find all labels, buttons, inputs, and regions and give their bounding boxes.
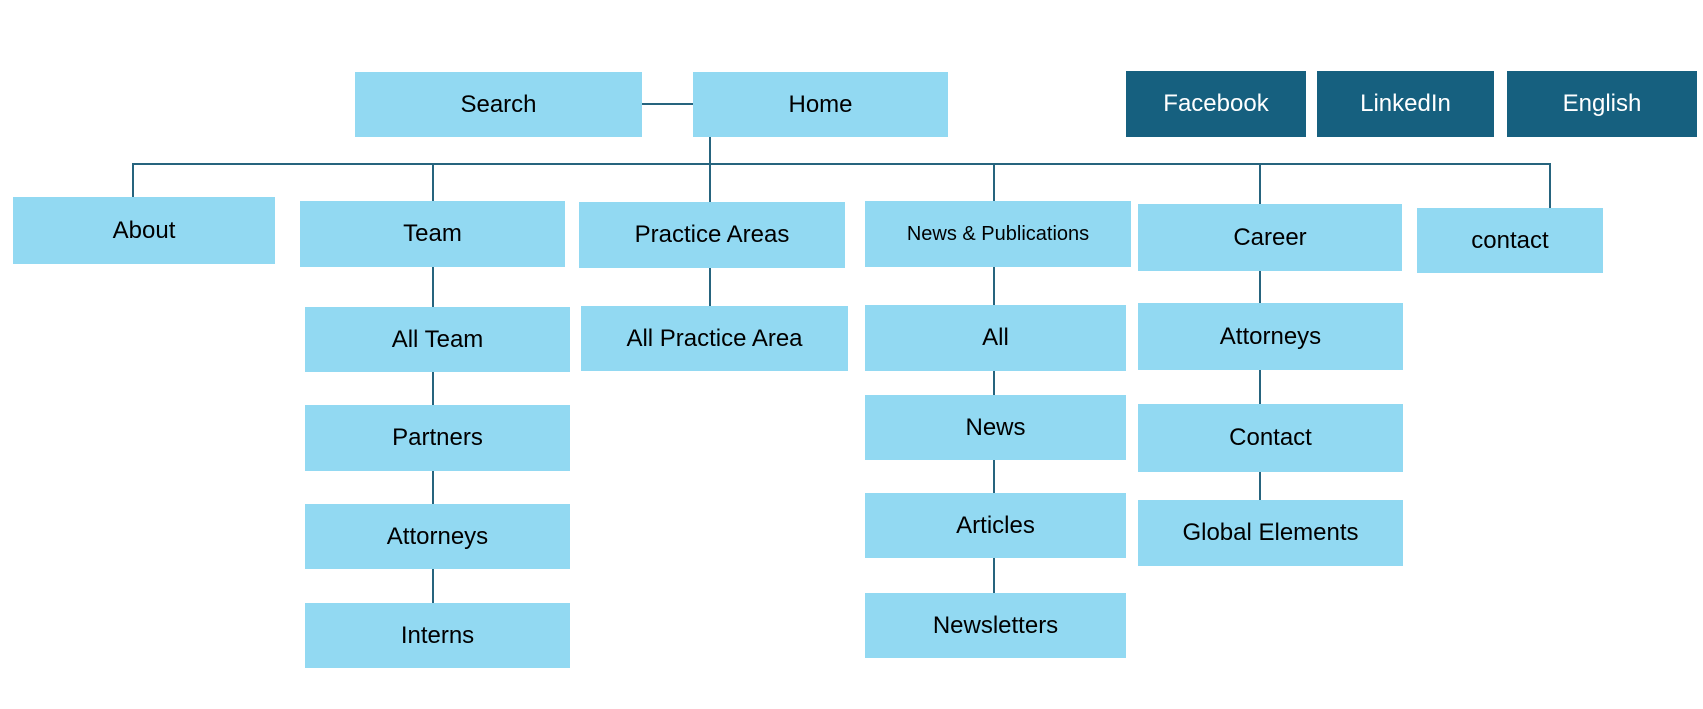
node-all-practice-area[interactable]: All Practice Area bbox=[581, 306, 848, 371]
connector-articles-newsletters bbox=[993, 558, 995, 593]
connector-allteam-partners bbox=[432, 372, 434, 405]
node-global-elements[interactable]: Global Elements bbox=[1138, 500, 1403, 566]
node-interns[interactable]: Interns bbox=[305, 603, 570, 668]
connector-contact-global bbox=[1259, 472, 1261, 500]
node-career[interactable]: Career bbox=[1138, 204, 1402, 271]
node-all-team[interactable]: All Team bbox=[305, 307, 570, 372]
connector-news-drop bbox=[993, 163, 995, 201]
connector-career-attorneys bbox=[1259, 271, 1261, 303]
node-home[interactable]: Home bbox=[693, 72, 948, 137]
connector-np-all bbox=[993, 267, 995, 305]
node-facebook[interactable]: Facebook bbox=[1126, 71, 1306, 137]
connector-team-drop bbox=[432, 163, 434, 201]
node-career-contact[interactable]: Contact bbox=[1138, 404, 1403, 472]
node-news-publications[interactable]: News & Publications bbox=[865, 201, 1131, 267]
node-partners[interactable]: Partners bbox=[305, 405, 570, 471]
node-all[interactable]: All bbox=[865, 305, 1126, 371]
node-team[interactable]: Team bbox=[300, 201, 565, 267]
node-articles[interactable]: Articles bbox=[865, 493, 1126, 558]
connector-contact-drop bbox=[1549, 163, 1551, 208]
connector-about-drop bbox=[132, 163, 134, 197]
node-practice-areas[interactable]: Practice Areas bbox=[579, 202, 845, 268]
node-linkedin[interactable]: LinkedIn bbox=[1317, 71, 1494, 137]
connector-home-drop bbox=[709, 137, 711, 202]
connector-career-drop bbox=[1259, 163, 1261, 204]
connector-search-home bbox=[642, 103, 693, 105]
node-english[interactable]: English bbox=[1507, 71, 1697, 137]
connector-all-news bbox=[993, 371, 995, 395]
node-news[interactable]: News bbox=[865, 395, 1126, 460]
node-contact[interactable]: contact bbox=[1417, 208, 1603, 273]
connector-attorneys-contact bbox=[1259, 370, 1261, 404]
node-about[interactable]: About bbox=[13, 197, 275, 264]
connector-partners-attorneys bbox=[432, 471, 434, 504]
node-newsletters[interactable]: Newsletters bbox=[865, 593, 1126, 658]
node-search[interactable]: Search bbox=[355, 72, 642, 137]
connector-pa-allpa bbox=[709, 268, 711, 306]
node-team-attorneys[interactable]: Attorneys bbox=[305, 504, 570, 569]
connector-main-horizontal bbox=[132, 163, 1551, 165]
connector-team-allteam bbox=[432, 267, 434, 307]
connector-news-articles bbox=[993, 460, 995, 493]
node-career-attorneys[interactable]: Attorneys bbox=[1138, 303, 1403, 370]
connector-attorneys-interns bbox=[432, 569, 434, 603]
